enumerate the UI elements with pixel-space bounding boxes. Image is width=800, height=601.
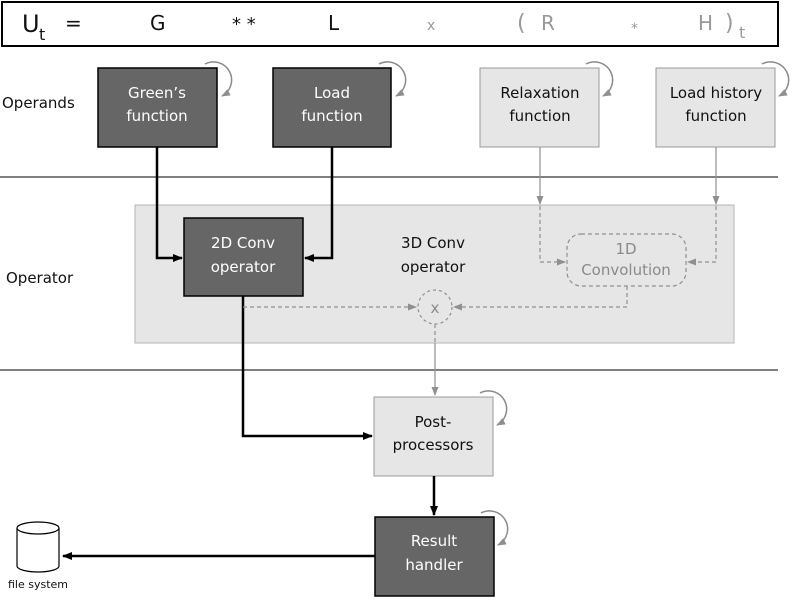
- arrow-greens-to-conv2d: [155, 147, 183, 262]
- arrow-relaxation-to-conv1d: [539, 206, 566, 266]
- conv2d-operator-box: 2D Conv operator: [183, 217, 304, 297]
- result-handler-label-1: Result: [411, 532, 457, 550]
- arrow-load-history-to-conv1d: [687, 206, 717, 266]
- post-processors-label-2: processors: [393, 436, 474, 454]
- eq-open-paren: (: [517, 11, 526, 36]
- arrow-conv1d-to-multiply: [453, 286, 628, 311]
- post-processors-label-1: Post-: [415, 413, 452, 431]
- relaxation-function-label-2: function: [509, 107, 570, 125]
- conv1d-box: 1D Convolution: [566, 233, 687, 287]
- load-history-label-2: function: [685, 107, 746, 125]
- greens-function-label-2: function: [126, 107, 187, 125]
- load-self-loop: [378, 61, 407, 97]
- row-label-operator: Operator: [6, 269, 74, 287]
- equation-bar: U t = G * * L x ( R * H ) t: [1, 1, 779, 47]
- result-handler-label-2: handler: [405, 556, 463, 574]
- file-system-label: file system: [8, 578, 68, 591]
- row-label-operands: Operands: [2, 94, 75, 112]
- eq-close-subscript: t: [739, 23, 745, 42]
- conv2d-label-2: operator: [211, 258, 276, 276]
- eq-double-star: * *: [232, 14, 256, 35]
- post-processors-box: Post- processors: [373, 396, 494, 477]
- greens-function-label-1: Green’s: [128, 84, 186, 102]
- file-system-icon: [16, 521, 60, 573]
- conv3d-label-1: 3D Conv: [401, 234, 465, 252]
- load-function-label-1: Load: [314, 84, 350, 102]
- conv2d-label-1: 2D Conv: [211, 234, 275, 252]
- eq-equals: =: [65, 11, 82, 35]
- relaxation-self-loop: [585, 61, 614, 97]
- conv1d-label-2: Convolution: [581, 261, 671, 279]
- relaxation-function-box: Relaxation function: [479, 67, 600, 148]
- eq-x: x: [427, 18, 435, 34]
- post-processors-self-loop: [479, 390, 508, 426]
- result-handler-self-loop: [480, 510, 509, 546]
- eq-U: U: [22, 10, 40, 38]
- greens-function-box: Green’s function: [97, 67, 218, 148]
- result-handler-box: Result handler: [374, 516, 495, 597]
- greens-self-loop: [204, 61, 233, 97]
- load-history-label-1: Load history: [670, 84, 762, 102]
- eq-H: H: [698, 11, 713, 35]
- relaxation-function-label-1: Relaxation: [500, 84, 579, 102]
- arrow-load-to-conv2d: [304, 147, 334, 262]
- load-history-function-box: Load history function: [655, 67, 776, 148]
- conv3d-label-2: operator: [401, 258, 466, 276]
- multiply-node: x: [417, 289, 453, 325]
- eq-close-paren: ): [725, 11, 734, 36]
- load-function-label-2: function: [301, 107, 362, 125]
- eq-L: L: [328, 11, 340, 35]
- conv1d-label-1: 1D: [615, 240, 636, 258]
- arrow-conv2d-to-post: [241, 296, 373, 440]
- load-history-self-loop: [761, 61, 790, 97]
- load-function-box: Load function: [272, 67, 392, 148]
- eq-G: G: [150, 11, 166, 35]
- multiply-symbol: x: [431, 299, 440, 317]
- eq-star: *: [631, 21, 638, 37]
- eq-U-subscript: t: [39, 25, 45, 44]
- eq-R: R: [541, 11, 555, 35]
